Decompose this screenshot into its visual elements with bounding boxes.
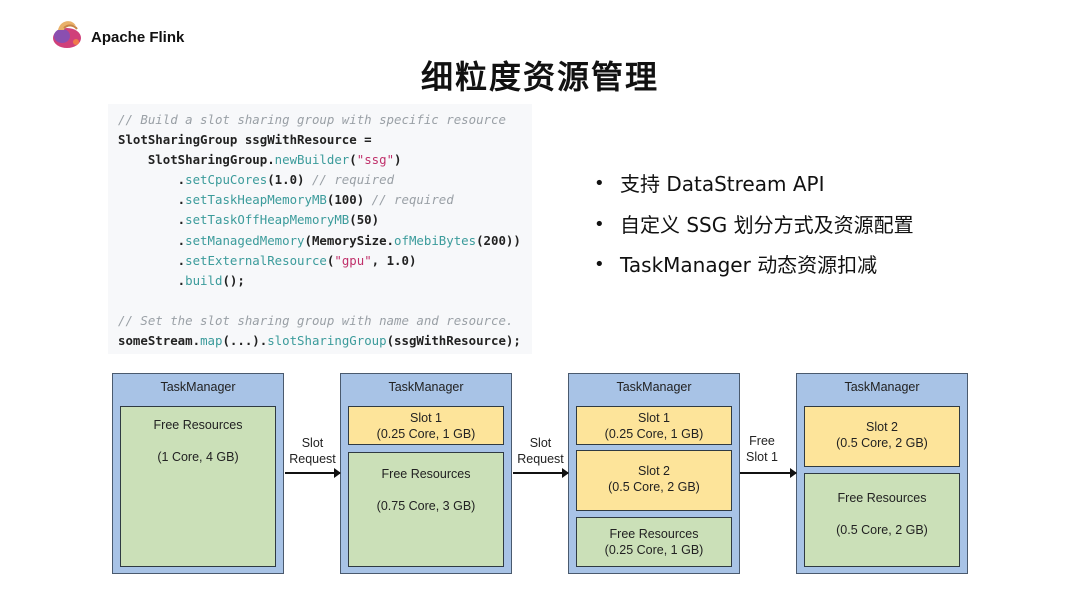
code-line: .setTaskOffHeapMemoryMB(50) bbox=[118, 210, 532, 230]
code-token-method: slotSharingGroup bbox=[267, 333, 387, 349]
bullet-item: •支持 DataStream API bbox=[594, 172, 825, 196]
code-token-comment: // required bbox=[371, 192, 454, 208]
code-token-method: setTaskHeapMemoryMB bbox=[185, 192, 327, 208]
bullet-dot-icon: • bbox=[594, 213, 605, 235]
brand-name: Apache Flink bbox=[91, 29, 185, 46]
slide-title: 细粒度资源管理 bbox=[420, 58, 659, 96]
slot-1-box: Slot 1 (0.25 Core, 1 GB) bbox=[348, 406, 504, 445]
code-line: .setCpuCores(1.0) // required bbox=[118, 170, 532, 190]
code-line: .setExternalResource("gpu", 1.0) bbox=[118, 251, 532, 271]
bullet-dot-icon: • bbox=[594, 254, 605, 275]
code-token-string: "ssg" bbox=[356, 152, 395, 168]
code-token-comment: // Build a slot sharing group with speci… bbox=[118, 112, 506, 127]
arrow-icon bbox=[513, 468, 569, 478]
code-block: // Build a slot sharing group with speci… bbox=[108, 104, 532, 354]
bullet-dot-icon: • bbox=[594, 173, 605, 194]
code-line: .setManagedMemory(MemorySize.ofMebiBytes… bbox=[118, 231, 532, 251]
code-token-method: setManagedMemory bbox=[185, 232, 305, 248]
bullet-list: •支持 DataStream API •自定义 SSG 划分方式及资源配置 •T… bbox=[594, 170, 914, 292]
code-line: // Build a slot sharing group with speci… bbox=[118, 110, 532, 130]
code-token-plain: SlotSharingGroup. bbox=[118, 152, 275, 168]
code-token-plain: (); bbox=[222, 272, 245, 288]
code-token-plain: (...). bbox=[222, 333, 268, 349]
code-token-string: "gpu" bbox=[334, 252, 372, 268]
code-line: // Set the slot sharing group with name … bbox=[118, 311, 532, 331]
code-token-plain: (MemorySize. bbox=[304, 232, 395, 248]
code-token-method: newBuilder bbox=[274, 152, 350, 168]
code-line bbox=[118, 291, 532, 311]
arrow-icon bbox=[740, 468, 797, 478]
code-token-plain: . bbox=[118, 192, 186, 208]
code-token-plain: . bbox=[118, 212, 186, 228]
code-token-plain: (50) bbox=[349, 212, 380, 228]
task-manager-4: TaskManager Slot 2 (0.5 Core, 2 GB) Free… bbox=[796, 373, 968, 574]
task-manager-label: TaskManager bbox=[160, 380, 236, 394]
code-token-comment: // required bbox=[311, 172, 395, 188]
code-token-plain: SlotSharingGroup ssgWithResource = bbox=[118, 132, 372, 148]
code-line: .build(); bbox=[118, 271, 532, 291]
code-token-method: setTaskOffHeapMemoryMB bbox=[185, 212, 350, 228]
code-token-plain: . bbox=[118, 252, 186, 268]
code-token-plain: . bbox=[118, 172, 186, 188]
slot-2-box: Slot 2 (0.5 Core, 2 GB) bbox=[804, 406, 960, 467]
code-token-method: build bbox=[185, 272, 223, 288]
code-token-plain: ( bbox=[326, 252, 335, 268]
free-resources-box: Free Resources (1 Core, 4 GB) bbox=[120, 406, 276, 567]
code-token-plain: (1.0) bbox=[267, 172, 312, 188]
code-token-plain: (ssgWithResource); bbox=[386, 333, 521, 349]
code-line: someStream.map(...).slotSharingGroup(ssg… bbox=[118, 331, 532, 351]
arrow-label: Slot Request bbox=[517, 436, 564, 466]
code-token-plain: , 1.0) bbox=[371, 252, 417, 268]
code-line: SlotSharingGroup.newBuilder("ssg") bbox=[118, 150, 532, 170]
code-token-method: map bbox=[200, 333, 223, 349]
task-manager-label: TaskManager bbox=[844, 380, 920, 394]
arrow-icon bbox=[285, 468, 341, 478]
code-line: SlotSharingGroup ssgWithResource = bbox=[118, 130, 532, 150]
code-token-plain: ( bbox=[349, 152, 357, 168]
code-token-plain: ) bbox=[394, 152, 402, 168]
bullet-item: •TaskManager 动态资源扣减 bbox=[594, 253, 878, 277]
code-token-plain: . bbox=[118, 272, 186, 288]
task-manager-2: TaskManager Slot 1 (0.25 Core, 1 GB) Fre… bbox=[340, 373, 512, 574]
arrow-label: Slot Request bbox=[289, 436, 336, 466]
slot-2-box: Slot 2 (0.5 Core, 2 GB) bbox=[576, 450, 732, 511]
slot-1-box: Slot 1 (0.25 Core, 1 GB) bbox=[576, 406, 732, 445]
bullet-item: •自定义 SSG 划分方式及资源配置 bbox=[594, 212, 914, 237]
free-resources-box: Free Resources (0.5 Core, 2 GB) bbox=[804, 473, 960, 567]
code-token-comment: // Set the slot sharing group with name … bbox=[118, 312, 514, 328]
code-line: .setTaskHeapMemoryMB(100) // required bbox=[118, 190, 532, 210]
code-token-method: setExternalResource bbox=[185, 252, 327, 268]
free-resources-box: Free Resources (0.25 Core, 1 GB) bbox=[576, 517, 732, 567]
task-manager-label: TaskManager bbox=[388, 380, 464, 394]
free-resources-box: Free Resources (0.75 Core, 3 GB) bbox=[348, 452, 504, 567]
code-token-plain: (100) bbox=[326, 192, 372, 208]
task-manager-label: TaskManager bbox=[616, 380, 692, 394]
code-token-method: ofMebiBytes bbox=[394, 232, 477, 248]
code-token-plain: (200)) bbox=[476, 232, 521, 248]
code-token-method: setCpuCores bbox=[185, 172, 268, 188]
task-manager-1: TaskManager Free Resources (1 Core, 4 GB… bbox=[112, 373, 284, 574]
task-manager-3: TaskManager Slot 1 (0.25 Core, 1 GB) Slo… bbox=[568, 373, 740, 574]
arrow-label: Free Slot 1 bbox=[746, 434, 778, 464]
flink-squirrel-logo-icon bbox=[53, 21, 81, 48]
code-token-plain: someStream. bbox=[118, 333, 201, 349]
code-token-plain: . bbox=[118, 232, 186, 248]
